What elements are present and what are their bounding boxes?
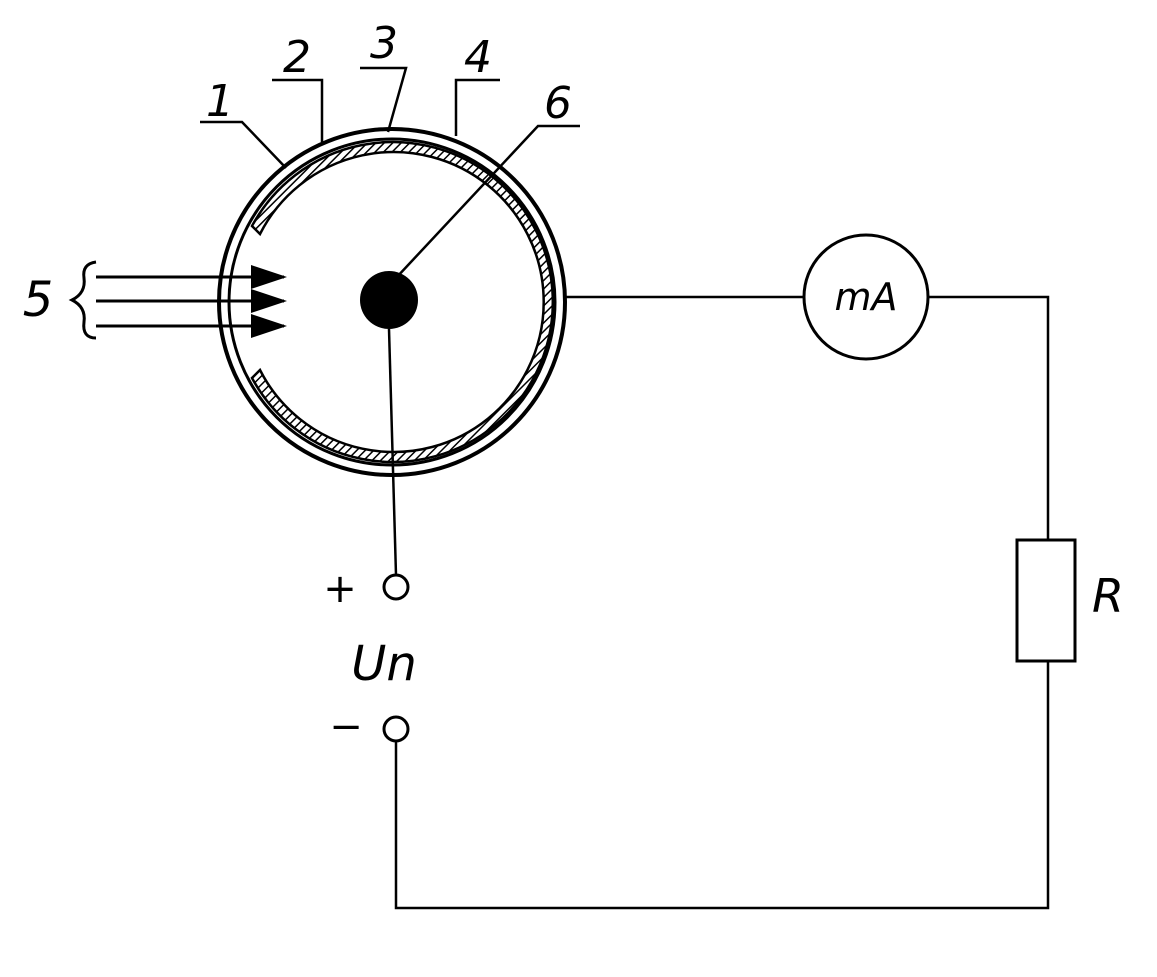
leader-line-6: [395, 124, 580, 279]
negative-terminal: [382, 715, 410, 743]
wire-resistor-to-negative: [394, 661, 1050, 910]
anode-electrode: [360, 271, 418, 329]
wire-meter-to-resistor: [928, 295, 1050, 540]
positive-terminal: [382, 573, 410, 601]
wire-anode-to-positive: [387, 328, 398, 576]
part-labels: 1 2 3 4 5 6: [23, 18, 572, 328]
label-1: 1: [206, 76, 234, 127]
label-2: 2: [283, 32, 311, 83]
leader-lines: [200, 66, 580, 279]
leader-line-4: [454, 78, 500, 136]
resistor-label: R: [1092, 569, 1124, 623]
brace: [68, 260, 97, 340]
label-4: 4: [464, 32, 492, 83]
voltage-label: Un: [351, 636, 417, 692]
leader-line-1: [200, 120, 287, 169]
label-5: 5: [23, 272, 54, 328]
resistor-body: [1015, 538, 1077, 663]
leader-line-3: [360, 66, 408, 133]
circuit-wires: [387, 295, 1050, 910]
label-3: 3: [370, 18, 398, 69]
resistor: R: [1015, 538, 1124, 663]
meter-label: mA: [834, 275, 897, 319]
minus-sign: −: [329, 704, 363, 750]
milliammeter: mA: [802, 233, 930, 361]
plus-sign: +: [323, 566, 357, 612]
power-supply: + − Un: [323, 566, 417, 750]
meter-circle: [802, 233, 930, 361]
label-6: 6: [544, 78, 572, 129]
incident-radiation: [68, 260, 287, 340]
leader-line-2: [272, 78, 324, 142]
